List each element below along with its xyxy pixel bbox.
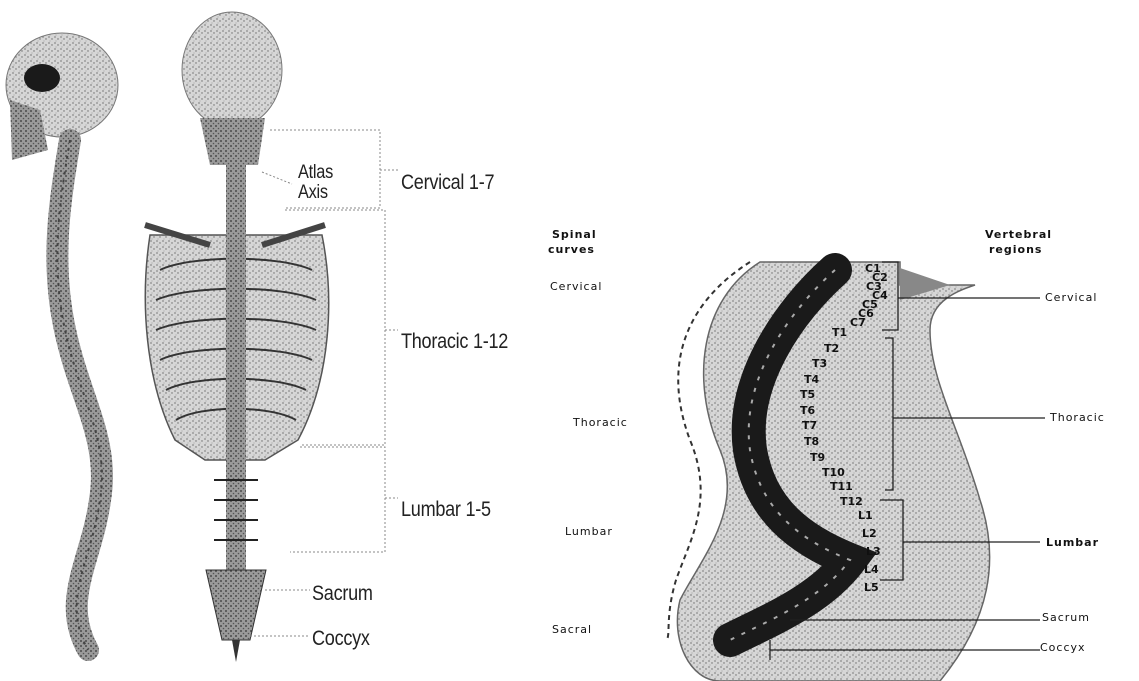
left-skeleton-panel: Atlas Axis Cervical 1-7 Thoracic 1-12 Lu… — [0, 0, 560, 681]
sacrum-label: Sacrum — [312, 583, 373, 604]
curve-sacral-label: Sacral — [552, 624, 592, 635]
axis-label: Axis — [298, 183, 328, 202]
vertebra-label-t3: T3 — [812, 357, 827, 370]
vertebra-label-t5: T5 — [800, 388, 815, 401]
lumbar-region-label: Lumbar 1-5 — [401, 499, 491, 520]
curve-lumbar-label: Lumbar — [565, 526, 613, 537]
curve-thoracic-label: Thoracic — [573, 417, 628, 428]
vertebra-label-t6: T6 — [800, 404, 816, 417]
coccyx-label: Coccyx — [312, 628, 370, 649]
spinal-curves-header-line1: Spinal — [552, 229, 597, 240]
back-skull — [182, 12, 282, 165]
region-thoracic-label: Thoracic — [1050, 412, 1105, 423]
vertebra-label-l2: L2 — [862, 527, 877, 540]
vertebra-label-t8: T8 — [804, 435, 819, 448]
curve-cervical-label: Cervical — [550, 281, 602, 292]
atlas-label: Atlas — [298, 163, 333, 182]
vertebral-regions-header-line2: regions — [989, 244, 1042, 255]
vertebra-label-l3: L3 — [866, 545, 881, 558]
thoracic-region-label: Thoracic 1-12 — [401, 331, 508, 352]
vertebral-regions-header-line1: Vertebral — [985, 229, 1052, 240]
vertebra-label-l5: L5 — [864, 581, 879, 594]
region-sacrum-label: Sacrum — [1042, 612, 1090, 623]
side-spine — [57, 140, 102, 650]
spine-side-illustration: C1C2C3C4C5C6C7T1T2T3T4T5T6T7T8T9T10T11T1… — [540, 0, 1139, 681]
vertebra-label-t10: T10 — [822, 466, 845, 479]
vertebra-label-t4: T4 — [804, 373, 820, 386]
vertebra-label-c7: C7 — [850, 316, 866, 329]
region-coccyx-label: Coccyx — [1040, 642, 1086, 653]
vertebra-label-t2: T2 — [824, 342, 839, 355]
vertebra-label-l1: L1 — [858, 509, 873, 522]
vertebra-label-t12: T12 — [840, 495, 863, 508]
vertebra-label-t1: T1 — [832, 326, 847, 339]
spinal-curves-header-line2: curves — [548, 244, 595, 255]
region-lumbar-label: Lumbar — [1046, 537, 1099, 548]
vertebra-label-t7: T7 — [802, 419, 817, 432]
region-cervical-label: Cervical — [1045, 292, 1097, 303]
vertebra-label-l4: L4 — [864, 563, 879, 576]
cervical-region-label: Cervical 1-7 — [401, 172, 494, 193]
vertebra-label-t11: T11 — [830, 480, 853, 493]
vertebra-label-t9: T9 — [810, 451, 825, 464]
